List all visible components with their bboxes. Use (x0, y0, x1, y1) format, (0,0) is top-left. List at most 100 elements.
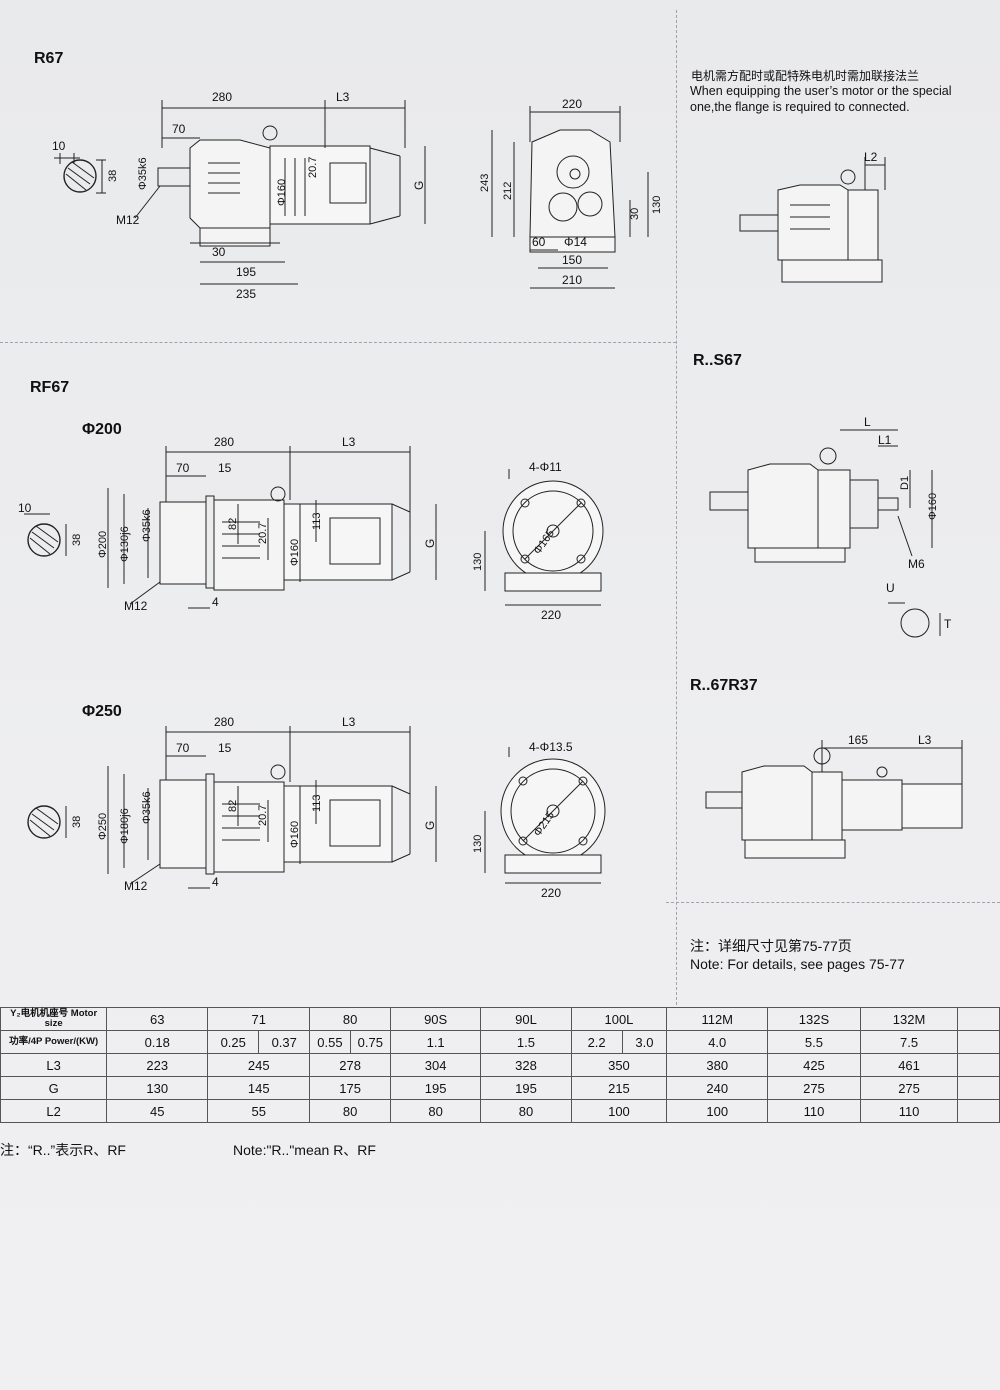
flange-note-en: When equipping the user’s motor or the s… (690, 84, 952, 114)
rs67-drawing: L L1 D1 Φ160 M6 U T (709, 415, 952, 638)
rf200-dim-200: Φ200 (97, 531, 109, 558)
r67r37-dim-165: 165 (848, 733, 868, 747)
motor-size-cell: 90L (480, 1007, 572, 1031)
power-cell: 2.2 (570, 1030, 623, 1054)
r67-front-drawing: 280 L3 70 10 38 Φ35k6 Φ160 20.7 G M12 30… (52, 90, 426, 298)
rf250-dim-280: 280 (214, 715, 234, 729)
r67-dim-m12: M12 (116, 213, 140, 227)
table-cell: 240 (666, 1076, 769, 1100)
rf250-dim-holes: 4-Φ13.5 (529, 740, 573, 754)
table-cell: 278 (309, 1053, 391, 1077)
r67-side-dim-150: 150 (562, 253, 582, 267)
details-note-cn: 注：详细尺寸见第75-77页 (690, 938, 852, 954)
r67-dim-10: 10 (52, 139, 66, 153)
footnote-cn: 注：“R..”表示R、RF (0, 1142, 126, 1158)
footnote-en: Note:"R.."mean R、RF (233, 1142, 376, 1158)
power-cell: 1.5 (480, 1030, 572, 1054)
r67-dim-235: 235 (236, 287, 256, 298)
table-cell: 100 (666, 1099, 769, 1123)
row-label: L3 (0, 1053, 108, 1077)
rf200-dim-shaft: Φ35k6 (141, 509, 153, 542)
power-cell: 0.25 (207, 1030, 260, 1054)
rf200-dim-m12: M12 (124, 599, 148, 613)
rf250-dim-70: 70 (176, 741, 190, 755)
power-cell: 4.0 (666, 1030, 769, 1054)
r67r37-dim-l3: L3 (918, 733, 932, 747)
rf200-dim-130j6: Φ130j6 (119, 526, 131, 562)
power-label: 功率/4P Power/(KW) (0, 1030, 108, 1054)
section-title-phi200: Φ200 (82, 421, 122, 438)
flange-dim-l2: L2 (864, 150, 878, 164)
r67-side-dim-130: 130 (651, 196, 663, 214)
divider-horizontal (666, 902, 1000, 903)
rf200-dim-70: 70 (176, 461, 190, 475)
r67-dim-70: 70 (172, 122, 186, 136)
rf200-dim-10: 10 (18, 501, 32, 515)
table-cell: 223 (106, 1053, 209, 1077)
rf200-dim-113: 113 (311, 512, 323, 530)
section-title-r67r37: R..67R37 (690, 677, 758, 694)
rf250-dim-20-7: 20.7 (257, 805, 269, 826)
rf250-dim-220: 220 (541, 886, 561, 900)
table-cell: 215 (570, 1076, 668, 1100)
rs67-dim-d1: D1 (899, 476, 911, 490)
motor-size-cell: 112M (666, 1007, 769, 1031)
empty-cell (957, 1007, 1000, 1031)
table-cell: 328 (480, 1053, 572, 1077)
table-cell: 195 (480, 1076, 572, 1100)
table-cell: 80 (480, 1099, 572, 1123)
r67-side-dim-212: 212 (502, 182, 514, 200)
table-cell: 275 (767, 1076, 861, 1100)
flange-note-cn: 电机需方配时或配特殊电机时需加联接法兰 (691, 69, 920, 83)
divider-horizontal (0, 342, 676, 343)
rf200-dim-82: 82 (227, 518, 239, 530)
r67-side-dim-14: Φ14 (564, 235, 587, 249)
rf250-dim-15: 15 (218, 741, 232, 755)
r67-dim-195: 195 (236, 265, 256, 279)
r67-dim-38: 38 (107, 170, 119, 182)
motor-size-cell: 80 (309, 1007, 391, 1031)
rf200-dim-20-7: 20.7 (257, 523, 269, 544)
rf250-dim-250: Φ250 (97, 813, 109, 840)
table-cell: 110 (767, 1099, 861, 1123)
motor-spec-table: Y₂电机机座号 Motor size 63 71 80 90S 90L 100L… (0, 1007, 1000, 1123)
r67-side-dim-210: 210 (562, 273, 582, 287)
table-cell: 304 (389, 1053, 482, 1077)
r67-dim-g: G (412, 181, 426, 190)
table-cell: 80 (389, 1099, 482, 1123)
rf67-250-flange-drawing: 4-Φ13.5 Φ215 130 220 (472, 740, 606, 900)
power-cell: 7.5 (859, 1030, 959, 1054)
power-cell: 1.1 (389, 1030, 482, 1054)
rs67-dim-l: L (864, 415, 871, 429)
rf250-dim-82: 82 (227, 800, 239, 812)
power-row: 功率/4P Power/(KW) 0.18 0.25 0.37 0.55 0.7… (0, 1030, 1000, 1054)
table-cell: 110 (859, 1099, 959, 1123)
r67-side-dim-60: 60 (532, 235, 546, 249)
rf200-dim-130: 130 (472, 553, 484, 571)
rs67-dim-l1: L1 (878, 433, 892, 447)
r67-side-drawing: 220 243 212 30 130 60 Φ14 150 210 (479, 97, 663, 289)
row-label: G (0, 1076, 108, 1100)
g-row: G 130 145 175 195 195 215 240 275 275 (0, 1076, 1000, 1100)
rf250-dim-113: 113 (311, 794, 323, 812)
rs67-dim-160: Φ160 (927, 493, 939, 520)
rf250-dim-180j6: Φ180j6 (119, 808, 131, 844)
details-note-en: Note: For details, see pages 75-77 (690, 956, 905, 972)
r67-dim-280: 280 (212, 90, 232, 104)
r67-dim-l3: L3 (336, 90, 350, 104)
l2-row: L2 45 55 80 80 80 100 100 110 110 (0, 1099, 1000, 1123)
power-cell: 3.0 (621, 1030, 668, 1054)
motor-size-label: Y₂电机机座号 Motor size (0, 1007, 108, 1031)
rf250-dim-130: 130 (472, 835, 484, 853)
flange-sketch: L2 (739, 150, 886, 283)
r67-dim-160: Φ160 (276, 179, 288, 206)
l3-row: L3 223 245 278 304 328 350 380 425 461 (0, 1053, 1000, 1077)
rf250-dim-m12: M12 (124, 879, 148, 893)
rf67-200-flange-drawing: 4-Φ11 Φ165 130 220 (472, 460, 604, 622)
table-cell: 130 (106, 1076, 209, 1100)
rf250-dim-g: G (423, 821, 437, 830)
r67-side-dim-243: 243 (479, 174, 491, 192)
table-cell: 461 (859, 1053, 959, 1077)
section-title-r67: R67 (34, 50, 64, 67)
